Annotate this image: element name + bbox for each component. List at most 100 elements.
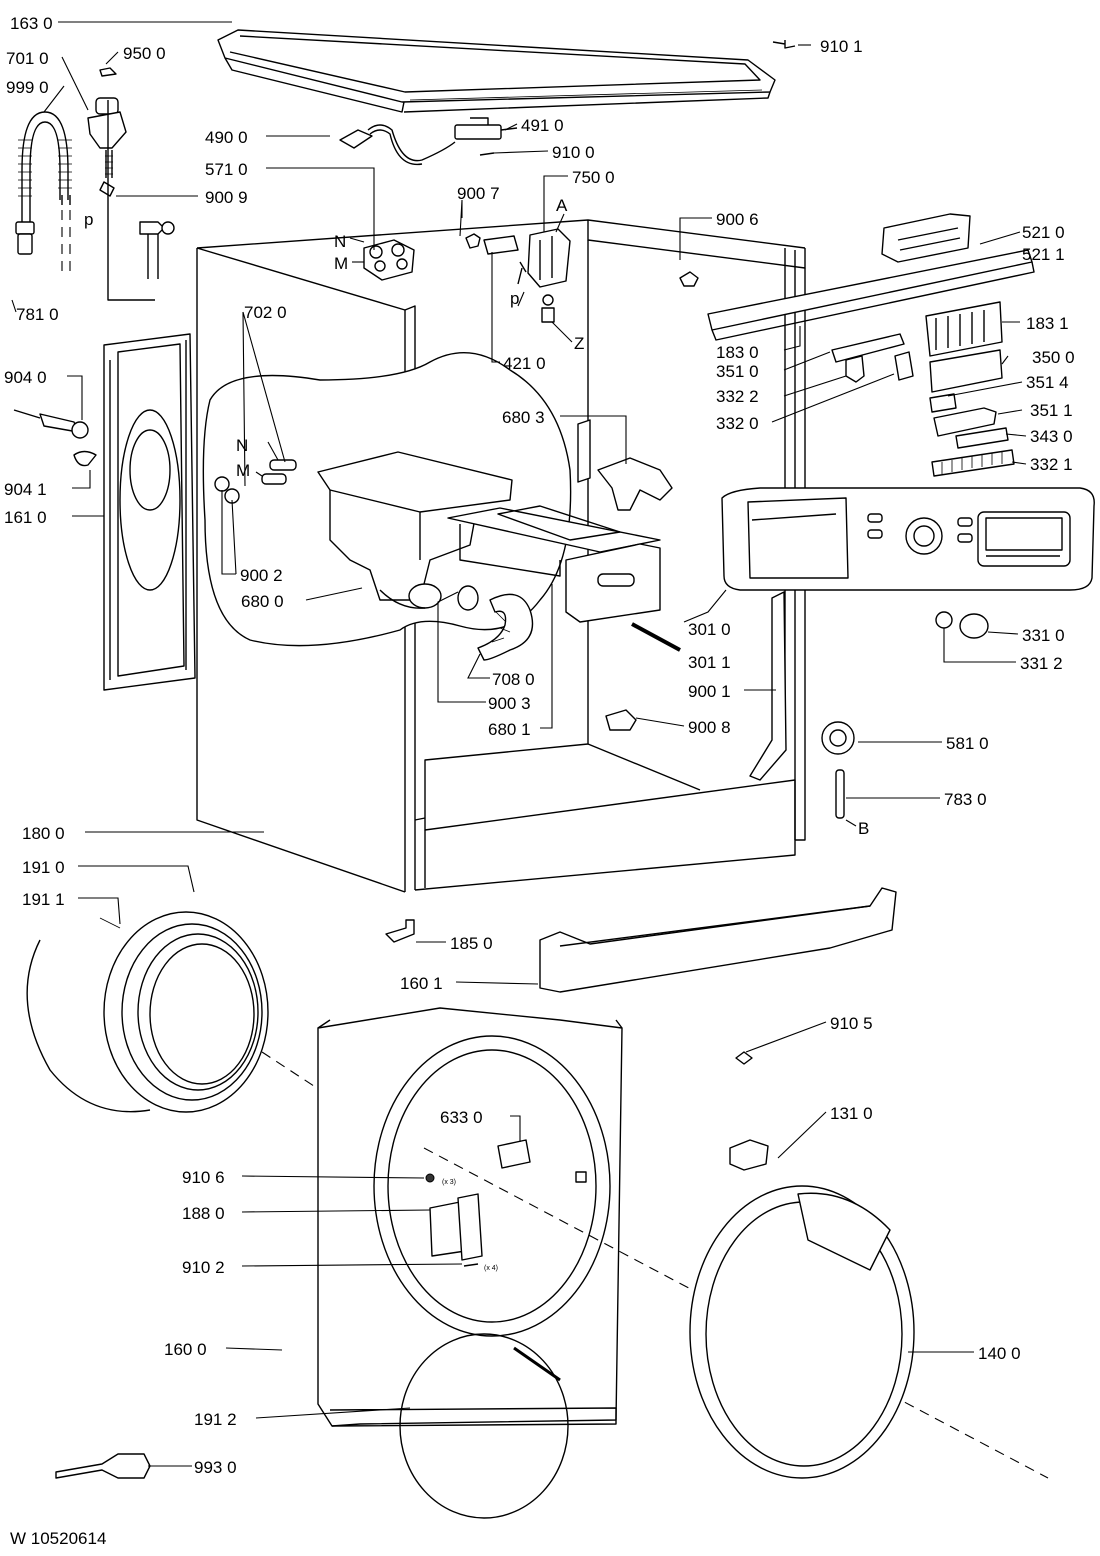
label-p-pump: p [510, 289, 519, 308]
label-N-valve: N [334, 232, 346, 251]
label-490-0: 490 0 [205, 128, 248, 147]
label-521-1: 521 1 [1022, 245, 1065, 264]
label-900-6: 900 6 [716, 210, 759, 229]
front-bracket [749, 591, 787, 781]
drain-pump-assembly [465, 228, 571, 323]
label-350-0: 350 0 [1032, 348, 1075, 367]
label-185-0: 185 0 [450, 934, 493, 953]
label-900-7: 900 7 [457, 184, 500, 203]
label-343-0: 343 0 [1030, 427, 1073, 446]
label-N-weight: N [236, 436, 248, 455]
label-680-0: 680 0 [241, 592, 284, 611]
label-160-0: 160 0 [164, 1340, 207, 1359]
document-code: W 10520614 [10, 1529, 106, 1548]
front-panel [317, 1007, 623, 1427]
label-191-0: 191 0 [22, 858, 65, 877]
label-332-1: 332 1 [1030, 455, 1073, 474]
clip-900-6 [679, 271, 699, 287]
service-tool [55, 1453, 151, 1479]
label-633-0: 633 0 [440, 1108, 483, 1127]
label-Z: Z [574, 334, 584, 353]
label-750-0: 750 0 [572, 168, 615, 187]
shock-absorber [13, 409, 97, 467]
label-993-0: 993 0 [194, 1458, 237, 1477]
label-140-0: 140 0 [978, 1344, 1021, 1363]
label-571-0: 571 0 [205, 160, 248, 179]
label-521-0: 521 0 [1022, 223, 1065, 242]
label-900-8: 900 8 [688, 718, 731, 737]
inlet-hose-assembly [15, 67, 175, 279]
label-qty-x3: (x 3) [442, 1179, 456, 1186]
label-331-0: 331 0 [1022, 626, 1065, 645]
label-160-1: 160 1 [400, 974, 443, 993]
drawer-seal-301-1 [631, 622, 681, 652]
control-electronics [707, 213, 1035, 477]
door-seal-clamp [399, 1333, 569, 1519]
label-332-0: 332 0 [716, 414, 759, 433]
label-999-0: 999 0 [6, 78, 49, 97]
label-910-5: 910 5 [830, 1014, 873, 1033]
label-B: B [858, 819, 869, 838]
label-180-0: 180 0 [22, 824, 65, 843]
label-351-0: 351 0 [716, 362, 759, 381]
label-301-0: 301 0 [688, 620, 731, 639]
label-904-0: 904 0 [4, 368, 47, 387]
label-900-1: 900 1 [688, 682, 731, 701]
label-161-0: 161 0 [4, 508, 47, 527]
label-900-2: 900 2 [240, 566, 283, 585]
label-M-weight: M [236, 461, 250, 480]
label-783-0: 783 0 [944, 790, 987, 809]
assembly-axis-1 [261, 1051, 321, 1091]
label-M-valve: M [334, 254, 348, 273]
label-910-6: 910 6 [182, 1168, 225, 1187]
label-910-0: 910 0 [552, 143, 595, 162]
dispenser-housing [317, 451, 513, 609]
label-702-0: 702 0 [244, 303, 287, 322]
mains-cable [339, 117, 518, 166]
label-191-2: 191 2 [194, 1410, 237, 1429]
label-131-0: 131 0 [830, 1104, 873, 1123]
spring-191-2 [513, 1346, 561, 1382]
label-p-hose: p [84, 210, 93, 229]
screw-910-1 [772, 40, 796, 49]
label-680-3: 680 3 [502, 408, 545, 427]
label-183-1: 183 1 [1026, 314, 1069, 333]
label-708-0: 708 0 [492, 670, 535, 689]
screw-910-5 [735, 1051, 753, 1065]
foot [385, 919, 415, 943]
label-331-2: 331 2 [1020, 654, 1063, 673]
leader-lines [11, 21, 1027, 1467]
hose-lead [107, 100, 155, 301]
door-lock-131 [729, 1139, 769, 1171]
label-910-2: 910 2 [182, 1258, 225, 1277]
label-332-2: 332 2 [716, 387, 759, 406]
door-seal [26, 911, 269, 1113]
label-701-0: 701 0 [6, 49, 49, 68]
top-cover [217, 29, 776, 113]
kickplate [539, 887, 897, 993]
pressure-switch [821, 721, 855, 819]
label-900-9: 900 9 [205, 188, 248, 207]
bracket-680-3 [577, 419, 673, 511]
rear-panel [103, 333, 196, 691]
label-781-0: 781 0 [16, 305, 59, 324]
callout-labels: 163 0 701 0 950 0 999 0 910 1 490 0 491 … [4, 14, 1075, 1548]
label-qty-x4: (x 4) [484, 1265, 498, 1272]
label-351-4: 351 4 [1026, 373, 1069, 392]
label-183-0: 183 0 [716, 343, 759, 362]
label-910-1: 910 1 [820, 37, 863, 56]
dispenser-hose [457, 585, 534, 661]
clip-900-8 [605, 709, 637, 731]
label-491-0: 491 0 [521, 116, 564, 135]
label-163-0: 163 0 [10, 14, 53, 33]
label-421-0: 421 0 [503, 354, 546, 373]
counterweight-parts [214, 459, 297, 504]
label-950-0: 950 0 [123, 44, 166, 63]
label-581-0: 581 0 [946, 734, 989, 753]
label-904-1: 904 1 [4, 480, 47, 499]
label-188-0: 188 0 [182, 1204, 225, 1223]
label-900-3: 900 3 [488, 694, 531, 713]
label-680-1: 680 1 [488, 720, 531, 739]
door [689, 1185, 915, 1479]
